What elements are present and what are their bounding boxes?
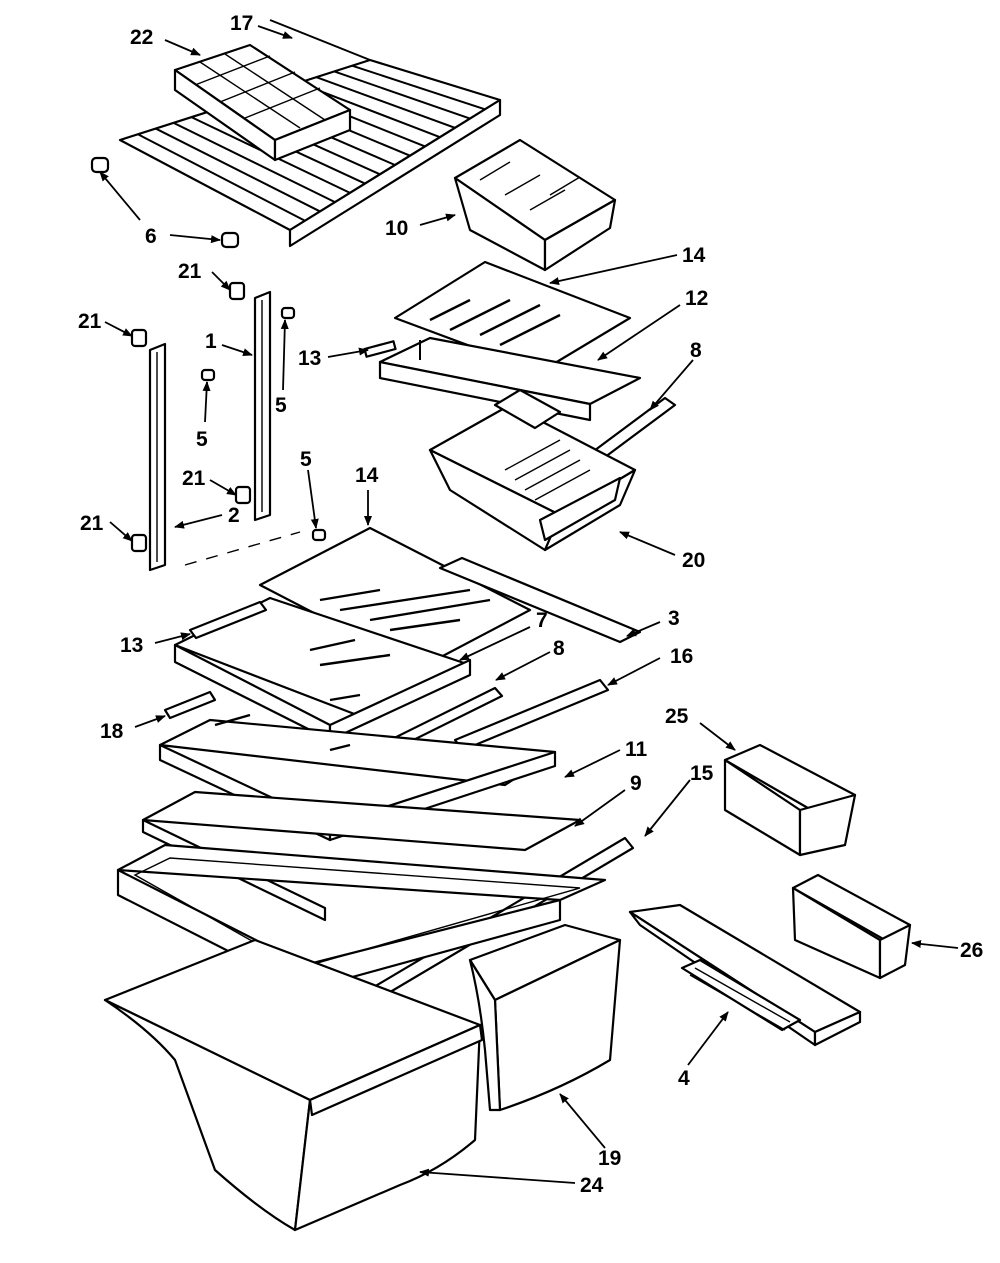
callout-19: 19 <box>598 1147 621 1170</box>
shelf-pin-6 <box>90 156 240 249</box>
callout-18: 18 <box>100 720 124 743</box>
trim-13-lower <box>188 600 268 640</box>
leader-arrows <box>99 25 959 1184</box>
callout-8-lower: 8 <box>553 637 565 660</box>
crisper-drawer-24 <box>103 938 484 1232</box>
trim-13-upper <box>363 340 397 358</box>
callout-4: 4 <box>678 1067 690 1090</box>
control-housing-4 <box>628 903 862 1047</box>
callout-25: 25 <box>665 705 689 728</box>
shelf-wire <box>173 121 336 204</box>
shelf-wire <box>351 64 486 111</box>
callout-20: 20 <box>682 549 705 572</box>
callout-2: 2 <box>228 504 240 527</box>
meat-drawer-20 <box>428 388 637 552</box>
callout-13-lower: 13 <box>120 634 143 657</box>
callout-12: 12 <box>685 287 708 310</box>
shelf-wire <box>155 127 321 213</box>
callout-6: 6 <box>145 225 157 248</box>
callout-21-a: 21 <box>178 260 202 283</box>
glass-shelf-3 <box>438 556 642 644</box>
callout-11: 11 <box>625 738 648 761</box>
callout-21-c: 21 <box>182 467 206 490</box>
ice-tray-22 <box>173 43 352 162</box>
trim-18 <box>163 690 217 720</box>
shelf-wire <box>316 76 456 129</box>
shelf-ladder-1 <box>253 290 272 522</box>
callout-8-upper: 8 <box>690 339 702 362</box>
door-bin-25 <box>723 743 857 857</box>
callout-16: 16 <box>670 645 693 668</box>
callout-26: 26 <box>960 939 983 962</box>
callout-21-b: 21 <box>78 310 102 333</box>
callout-1: 1 <box>205 330 217 353</box>
callout-15: 15 <box>690 762 714 785</box>
crisper-drawer-19 <box>468 923 622 1112</box>
shelf-wire <box>137 133 306 222</box>
crisper-cover-frame <box>116 843 607 992</box>
screw-5 <box>200 306 327 542</box>
shelf-wire <box>333 70 471 120</box>
deflector-10 <box>453 138 617 272</box>
shelf-ladder-2 <box>148 342 167 572</box>
callout-14-lower: 14 <box>355 464 379 487</box>
callout-10: 10 <box>385 217 408 240</box>
callout-24: 24 <box>580 1174 604 1197</box>
callout-5-a: 5 <box>275 394 287 417</box>
callout-13-upper: 13 <box>298 347 321 370</box>
callout-labels: 17 22 6 10 14 12 13 8 21 21 1 5 5 5 14 2… <box>78 12 983 1197</box>
bracket-21 <box>130 281 252 553</box>
callout-5-b: 5 <box>196 428 208 451</box>
callout-7: 7 <box>536 609 548 632</box>
trim-16 <box>453 678 610 752</box>
callout-5-c: 5 <box>300 448 312 471</box>
callout-9: 9 <box>630 772 642 795</box>
callout-22: 22 <box>130 26 153 49</box>
door-bin-26 <box>791 873 912 980</box>
callout-21-d: 21 <box>80 512 104 535</box>
callout-3: 3 <box>668 607 680 630</box>
callout-17: 17 <box>230 12 253 35</box>
callout-14-upper: 14 <box>682 244 706 267</box>
